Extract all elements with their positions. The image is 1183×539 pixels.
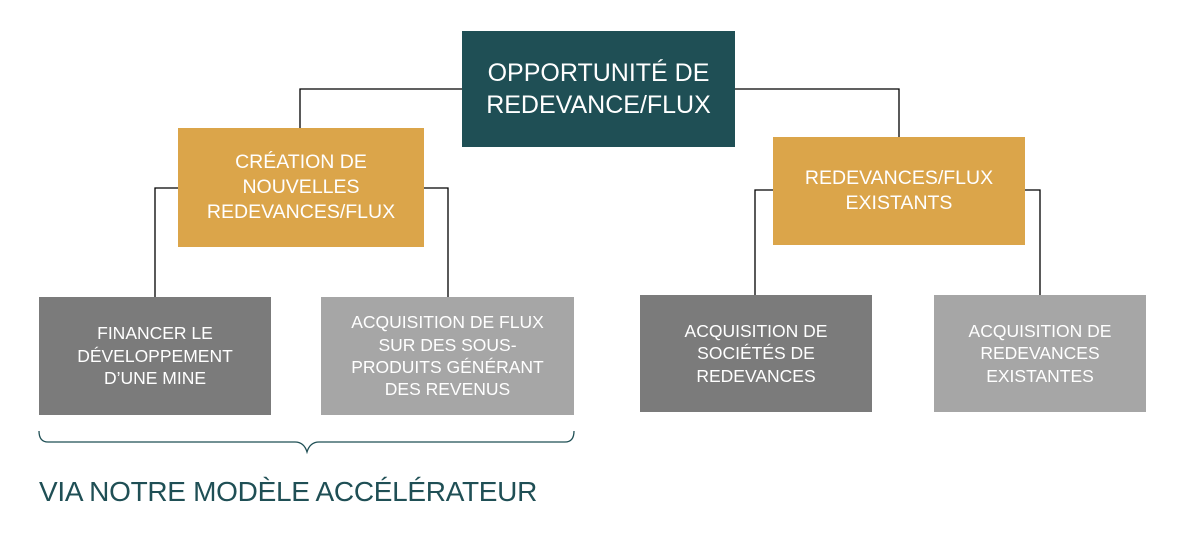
leaf-node-royalty-companies: ACQUISITION DE SOCIÉTÉS DE REDEVANCES (640, 295, 872, 412)
connector-root-left (299, 88, 462, 128)
connector-left-leaf2 (424, 187, 449, 297)
branch-node-new-royalties: CRÉATION DE NOUVELLES REDEVANCES/FLUX (178, 128, 424, 247)
connector-right-leaf4 (1025, 189, 1041, 297)
accelerator-model-caption: VIA NOTRE MODÈLE ACCÉLÉRATEUR (39, 476, 538, 507)
bracket (38, 430, 575, 455)
branch-node-existing-royalties: REDEVANCES/FLUX EXISTANTS (773, 137, 1025, 245)
connector-left-leaf1 (154, 187, 178, 297)
leaf-node-finance-mine: FINANCER LE DÉVELOPPEMENT D’UNE MINE (39, 297, 271, 415)
connector-root-right (735, 88, 900, 137)
connector-right-leaf3 (754, 189, 773, 297)
leaf-node-byproduct-streams: ACQUISITION DE FLUX SUR DES SOUS- PRODUI… (321, 297, 574, 415)
leaf-node-existing-royalties: ACQUISITION DE REDEVANCES EXISTANTES (934, 295, 1146, 412)
root-node: OPPORTUNITÉ DE REDEVANCE/FLUX (462, 31, 735, 147)
